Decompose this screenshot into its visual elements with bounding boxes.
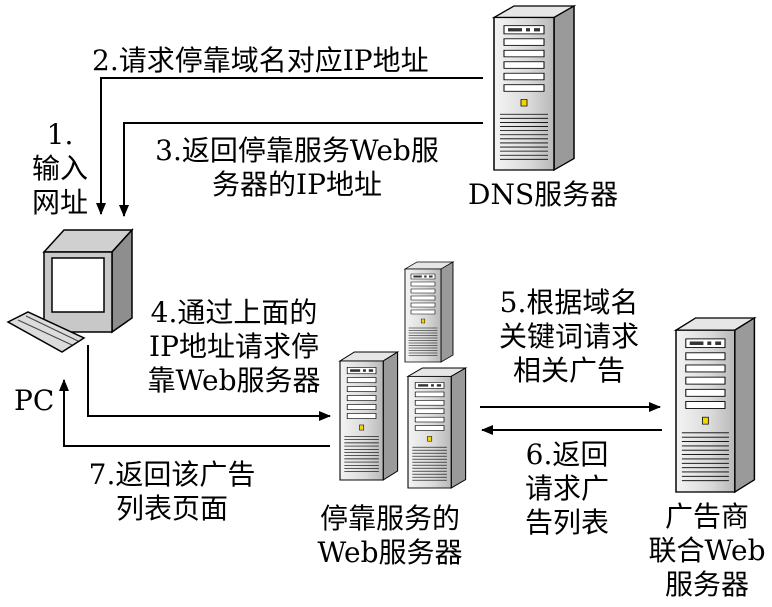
parking-server-label-line-2: Web服务器 [317,536,463,569]
arrow-step-7 [59,379,330,447]
parking-server-label-line-1: 停靠服务的 [319,502,460,535]
parking-server-icon-back [404,261,454,363]
step-5-line-1: 5.根据域名 [499,286,639,319]
step-2-label: 2.请求停靠域名对应IP地址 [92,44,429,77]
parking-server-icon-left [339,351,399,481]
dns-server-label: DNS服务器 [468,178,619,211]
parking-server-label: 停靠服务的 Web服务器 [300,502,480,570]
pc-icon [6,228,134,353]
step-7-line-1: 7.返回该广告 [88,458,256,491]
step-4-label: 4.通过上面的 IP地址请求停 靠Web服务器 [136,296,332,398]
step-4-line-1: 4.通过上面的 [150,296,318,329]
step-1-label: 1. 输入 网址 [28,118,92,220]
step-4-line-3: 靠Web服务器 [147,364,321,397]
step-5-line-2: 关键词请求 [498,320,639,353]
ad-server-icon [675,317,756,493]
step-6-line-1: 6.返回 [525,438,609,471]
step-6-line-3: 告列表 [524,506,609,539]
step-7-line-2: 列表页面 [115,492,228,525]
step-5-label: 5.根据域名 关键词请求 相关广告 [480,286,658,388]
step-1-line-1: 1. [46,118,74,151]
arrow-step-3 [119,122,483,217]
step-3-label: 3.返回停靠服务Web服 务器的IP地址 [136,134,458,202]
step-1-line-3: 网址 [31,186,88,219]
ad-server-label-line-3: 服务器 [664,568,749,601]
step-7-label: 7.返回该广告 列表页面 [72,458,272,526]
pc-label: PC [14,384,55,417]
ad-server-label: 广告商 联合Web 服务器 [644,500,770,602]
step-1-line-2: 输入 [31,152,88,185]
step-4-line-2: IP地址请求停 [149,330,319,363]
ad-server-label-line-2: 联合Web [648,534,766,567]
arrow-step-4 [87,345,331,421]
ad-server-label-line-1: 广告商 [664,500,749,533]
step-6-line-2: 请求广 [524,472,609,505]
parking-server-icon-right [407,367,467,489]
step-5-line-3: 相关广告 [512,354,625,387]
dns-server-icon [493,5,575,171]
step-3-line-2: 务器的IP地址 [212,168,382,201]
step-6-label: 6.返回 请求广 告列表 [512,438,622,540]
arrow-step-2 [96,77,483,215]
step-3-line-1: 3.返回停靠服务Web服 [155,134,439,167]
